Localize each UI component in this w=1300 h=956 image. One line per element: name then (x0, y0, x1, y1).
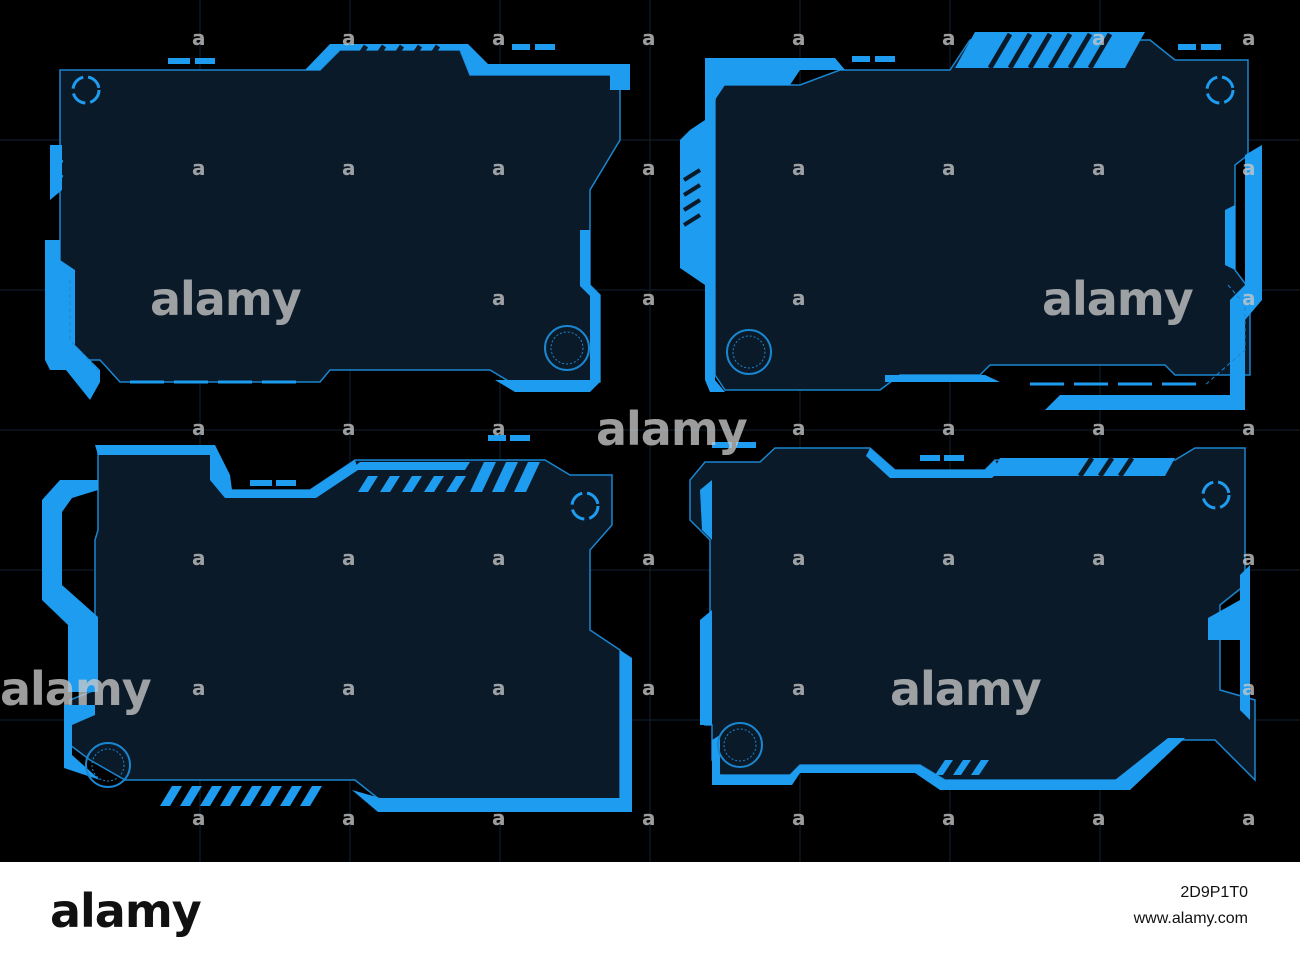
watermark-glyph: a (1242, 286, 1255, 310)
watermark-glyph: a (342, 416, 355, 440)
watermark-glyph: a (642, 806, 655, 830)
watermark-text: alamy (596, 402, 748, 456)
frame-bottom-right (689, 442, 1256, 790)
watermark-glyph: a (342, 546, 355, 570)
watermark-glyph: a (642, 546, 655, 570)
watermark-glyph: a (492, 546, 505, 570)
watermark-glyph: a (192, 156, 205, 180)
watermark-glyph: a (792, 546, 805, 570)
watermark-glyph: a (492, 26, 505, 50)
watermark-glyph: a (1092, 26, 1105, 50)
watermark-glyph: a (492, 286, 505, 310)
footer-bar: alamy 2D9P1T0 www.alamy.com (0, 862, 1300, 956)
frame-top-right (680, 32, 1262, 410)
watermark-glyph: a (942, 156, 955, 180)
watermark-glyph: a (642, 26, 655, 50)
watermark-glyph: a (1242, 416, 1255, 440)
watermark-glyph: a (492, 416, 505, 440)
watermark-glyph: a (1242, 676, 1255, 700)
watermark-glyph: a (1242, 546, 1255, 570)
watermark-glyph: a (792, 416, 805, 440)
watermark-glyph: a (1242, 806, 1255, 830)
watermark-glyph: a (1092, 416, 1105, 440)
watermark-glyph: a (1242, 26, 1255, 50)
frame-bottom-left (42, 435, 632, 812)
watermark-text: alamy (0, 662, 152, 716)
watermark-glyph: a (342, 806, 355, 830)
footer-logo: alamy (50, 884, 202, 938)
watermark-glyph: a (792, 806, 805, 830)
watermark-glyph: a (942, 416, 955, 440)
watermark-glyph: a (192, 546, 205, 570)
watermark-glyph: a (1092, 806, 1105, 830)
hud-canvas: alamy alamy alamy alamy alamy a a a a a a a a a a… (0, 0, 1300, 862)
image-id: 2D9P1T0 (1180, 884, 1248, 901)
watermark-glyph: a (192, 676, 205, 700)
frame-top-left (45, 44, 630, 400)
watermark-glyph: a (492, 676, 505, 700)
watermark-glyph: a (792, 286, 805, 310)
watermark-glyph: a (942, 546, 955, 570)
watermark-text: alamy (150, 272, 302, 326)
site-url: www.alamy.com (1133, 910, 1248, 927)
watermark-text: alamy (890, 662, 1042, 716)
watermark-glyph: a (642, 156, 655, 180)
watermark-glyph: a (342, 26, 355, 50)
watermark-glyph: a (192, 26, 205, 50)
watermark-glyph: a (942, 806, 955, 830)
watermark-glyph: a (792, 676, 805, 700)
watermark-glyph: a (942, 26, 955, 50)
watermark-glyph: a (192, 416, 205, 440)
watermark-glyph: a (642, 676, 655, 700)
watermark-glyph: a (492, 806, 505, 830)
watermark-glyph: a (192, 806, 205, 830)
watermark-glyph: a (1242, 156, 1255, 180)
watermark-text: alamy (1042, 272, 1194, 326)
watermark-glyph: a (342, 156, 355, 180)
watermark-glyph: a (642, 286, 655, 310)
hud-frames-graphic (0, 0, 1300, 862)
watermark-glyph: a (792, 26, 805, 50)
watermark-glyph: a (792, 156, 805, 180)
watermark-glyph: a (1092, 546, 1105, 570)
watermark-glyph: a (1092, 156, 1105, 180)
watermark-glyph: a (342, 676, 355, 700)
watermark-glyph: a (492, 156, 505, 180)
